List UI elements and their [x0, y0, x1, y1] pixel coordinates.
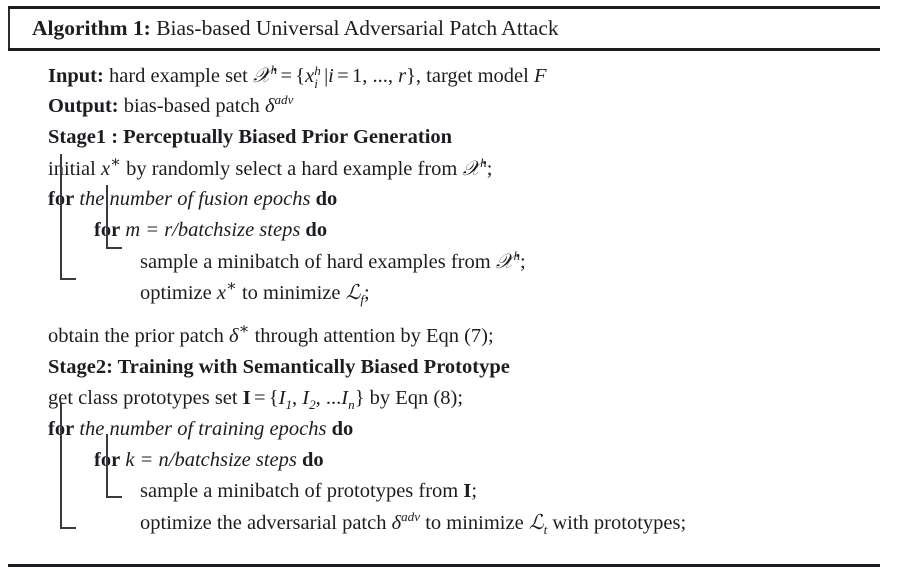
stage2-header: Stage2: Training with Semantically Biase…: [48, 356, 510, 379]
star-superscript: ∗: [110, 154, 121, 172]
superscript-adv: adv: [274, 92, 294, 108]
line-initial-x: initial x∗ by randomly select a hard exa…: [48, 154, 493, 181]
line-stage1-header: Stage1 : Perceptually Biased Prior Gener…: [8, 122, 880, 153]
m-loop-text: m = r/batchsize steps: [125, 219, 301, 242]
get-proto-text-b: by Eqn (8);: [369, 387, 464, 410]
do-keyword: do: [305, 219, 328, 242]
line-for-training-epochs: for the number of training epochs do: [8, 414, 880, 445]
loss-subscript-t: t: [543, 522, 548, 538]
sample-hard-text: sample a minibatch of hard examples from: [140, 251, 491, 274]
optimize-adv-text-c: with prototypes;: [552, 512, 687, 535]
algorithm-caption-band: Algorithm 1: Bias-based Universal Advers…: [8, 9, 880, 49]
superscript-h: h: [270, 62, 278, 78]
algorithm-caption-rule: [8, 48, 880, 52]
initial-text-a: initial: [48, 158, 96, 181]
line-output: Output: bias-based patch δadv: [8, 91, 880, 122]
loss-L: ℒ: [345, 280, 361, 305]
ellipsis: ...: [372, 65, 388, 88]
do-keyword: do: [302, 449, 324, 472]
optimize-adv-text-a: optimize the adversarial patch: [140, 512, 387, 535]
line-sample-prototypes: sample a minibatch of prototypes from I;: [140, 480, 478, 503]
set-X-symbol: 𝒳: [252, 63, 271, 88]
semicolon: ;: [486, 158, 493, 181]
obtain-text-b: through attention by Eqn (7);: [254, 325, 494, 348]
stage1-loop-spacer: [8, 308, 880, 321]
for-keyword: for: [48, 418, 75, 441]
line-get-class-prototypes: get class prototypes set I={I1, I2, ...I…: [48, 387, 464, 413]
loss-L: ℒ: [528, 510, 544, 535]
line-stage2-header: Stage2: Training with Semantically Biase…: [8, 352, 880, 383]
initial-text-b: by randomly select a hard example from: [126, 158, 458, 181]
input-text-b: , target model: [415, 65, 529, 88]
fusion-epochs-text: the number of fusion epochs: [79, 188, 311, 211]
bottom-spacer: [8, 538, 880, 554]
get-proto-text-a: get class prototypes set: [48, 387, 238, 410]
line-for-k-batchsize: for k = n/batchsize steps do: [8, 445, 880, 476]
line-obtain-prior-patch: obtain the prior patch δ∗ through attent…: [48, 321, 494, 348]
output-label: Output:: [48, 95, 119, 118]
output-text: bias-based patch: [123, 95, 260, 118]
line-optimize-adv-patch: optimize the adversarial patch δadv to m…: [140, 509, 687, 538]
algorithm-title: Bias-based Universal Adversarial Patch A…: [156, 16, 559, 40]
sample-proto-text: sample a minibatch of prototypes from: [140, 480, 459, 503]
input-text-a: hard example set: [108, 65, 248, 88]
stage1-header: Stage1 : Perceptually Biased Prior Gener…: [48, 126, 453, 149]
for-keyword: for: [94, 219, 121, 242]
algorithm-label: Algorithm 1:: [32, 16, 151, 40]
do-keyword: do: [331, 418, 354, 441]
for-keyword: for: [48, 188, 75, 211]
for-keyword: for: [94, 449, 121, 472]
x-symbol: x: [305, 65, 315, 88]
x-symbol: x: [100, 158, 111, 181]
algorithm-block: Algorithm 1: Bias-based Universal Advers…: [8, 6, 888, 567]
algorithm-caption: Algorithm 1: Bias-based Universal Advers…: [32, 16, 880, 40]
loss-subscript-f: f: [360, 292, 365, 308]
optimize-adv-text-b: to minimize: [425, 512, 524, 535]
line-for-fusion-epochs: for the number of fusion epochs do: [8, 184, 880, 215]
index-end-r: r: [398, 65, 407, 88]
model-F: F: [533, 65, 547, 88]
line-for-m-batchsize: for m = r/batchsize steps do: [8, 215, 880, 246]
to-minimize-text: to minimize: [241, 282, 341, 305]
algorithm-top-rule: [8, 6, 880, 9]
delta-symbol: δ: [264, 95, 275, 118]
prototype-set-I: I: [242, 387, 251, 410]
equals-sign: =: [280, 65, 293, 88]
k-loop-text: k = n/batchsize steps: [125, 449, 297, 472]
index-i: i: [328, 65, 334, 88]
do-keyword: do: [315, 188, 338, 211]
obtain-text-a: obtain the prior patch: [48, 325, 224, 348]
input-label: Input:: [48, 65, 104, 88]
line-sample-hard-examples: sample a minibatch of hard examples from…: [140, 248, 526, 274]
line-optimize-x-star: optimize x∗ to minimize ℒf;: [140, 278, 370, 308]
training-epochs-text: the number of training epochs: [79, 418, 327, 441]
optimize-text: optimize: [140, 282, 212, 305]
index-start: 1: [351, 65, 363, 88]
